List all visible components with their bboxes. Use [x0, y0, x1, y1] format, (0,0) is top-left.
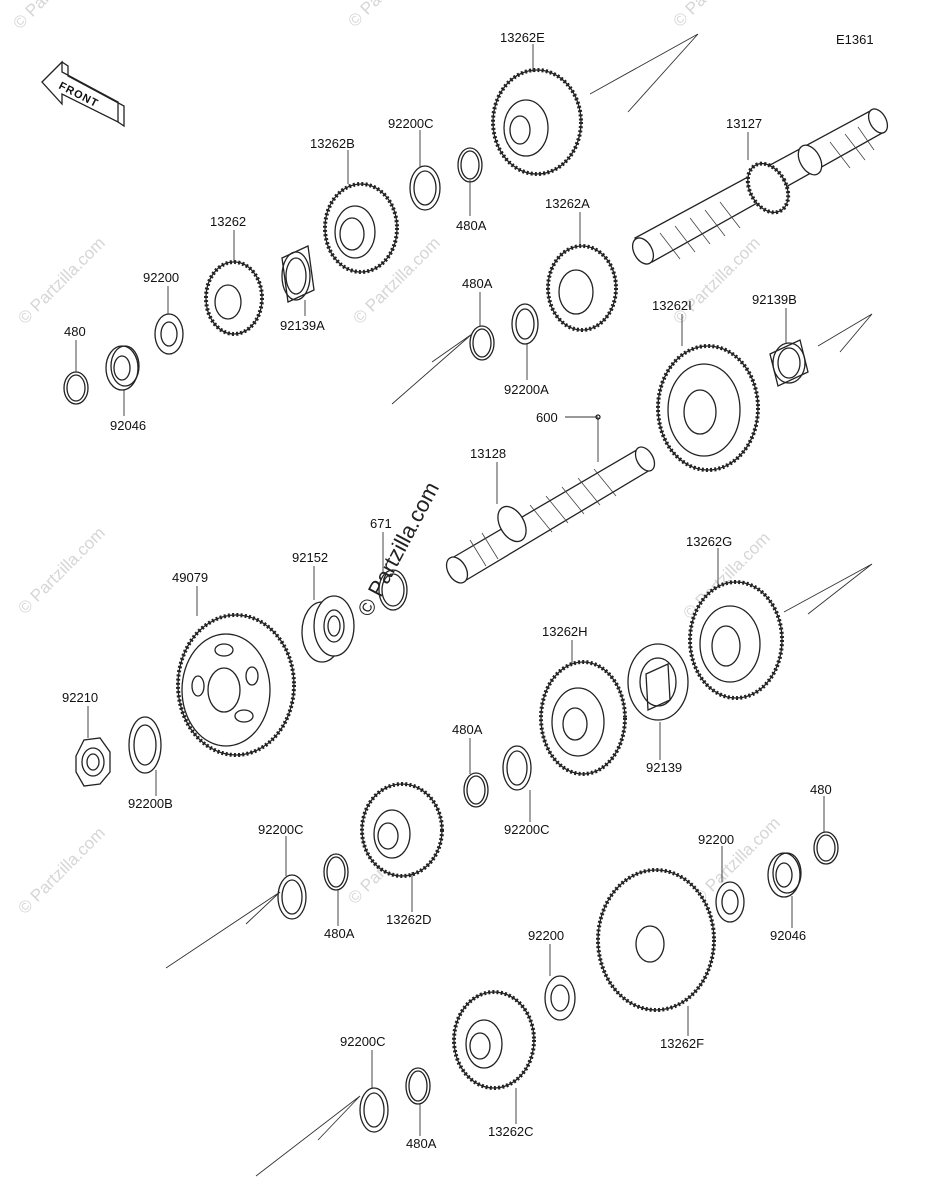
input-shaft-13127	[631, 108, 889, 265]
circlip-480A-low	[463, 772, 489, 808]
circlip-671	[378, 569, 408, 611]
gear-13262G	[688, 580, 784, 700]
label-480A-bottom: 480A	[406, 1136, 437, 1151]
label-13262A: 13262A	[545, 196, 590, 211]
nut-92210	[75, 737, 111, 787]
watermark: © Partzilla.com	[344, 0, 438, 31]
circlip-480A-bottom	[405, 1067, 431, 1105]
sprocket-49079	[176, 613, 296, 757]
watermark: © Partzilla.com	[669, 233, 763, 327]
circlip-480-top	[63, 371, 89, 405]
washer-92200-bottom	[544, 975, 576, 1021]
leader-lines	[75, 33, 873, 1177]
washer-92200A	[511, 303, 539, 345]
bushing-92139B	[769, 339, 809, 387]
label-13262: 13262	[210, 214, 246, 229]
label-92046-bottom: 92046	[770, 928, 806, 943]
label-480A-left: 480A	[324, 926, 355, 941]
label-92200-top: 92200	[143, 270, 179, 285]
watermark: © Partzilla.com	[14, 823, 108, 917]
label-13262E: 13262E	[500, 30, 545, 45]
label-480A-top: 480A	[456, 218, 487, 233]
label-92139: 92139	[646, 760, 682, 775]
label-480-top: 480	[64, 324, 86, 339]
washer-92200C-left	[277, 874, 307, 920]
label-13128: 13128	[470, 446, 506, 461]
label-92139B: 92139B	[752, 292, 797, 307]
washer-92200C-bottom	[359, 1087, 389, 1133]
label-92200A: 92200A	[504, 382, 549, 397]
circlip-480A-mid	[469, 325, 495, 361]
circlip-480-bottom	[813, 831, 839, 865]
label-13127: 13127	[726, 116, 762, 131]
label-13262H: 13262H	[542, 624, 588, 639]
washer-92200-top	[154, 313, 184, 355]
label-92210: 92210	[62, 690, 98, 705]
front-arrow-icon: FRONT	[41, 60, 125, 128]
label-13262G: 13262G	[686, 534, 732, 549]
bearing-92046-bottom	[767, 852, 802, 898]
label-92200B: 92200B	[128, 796, 173, 811]
label-49079: 49079	[172, 570, 208, 585]
reference-dot-icon	[595, 414, 601, 420]
label-13262F: 13262F	[660, 1036, 704, 1051]
bearing-92152	[301, 595, 355, 663]
gear-13262B	[323, 182, 399, 274]
gear-13262A	[546, 244, 618, 332]
output-shaft-13128	[445, 446, 656, 584]
diagram-code: E1361	[836, 32, 874, 47]
label-600: 600	[536, 410, 558, 425]
label-92200C-top: 92200C	[388, 116, 434, 131]
label-92152: 92152	[292, 550, 328, 565]
label-92200-right: 92200	[698, 832, 734, 847]
gear-13262C	[452, 990, 536, 1090]
gear-13262I	[656, 344, 760, 472]
bearing-92139A	[281, 245, 315, 303]
gear-13262F	[596, 868, 716, 1012]
circlip-480A-top	[457, 147, 483, 183]
label-480-bottom: 480	[810, 782, 832, 797]
bearing-92139	[627, 643, 689, 721]
label-92200-bottom: 92200	[528, 928, 564, 943]
washer-92200B	[128, 716, 162, 774]
gear-13262D	[360, 782, 444, 878]
watermark: © Partzilla.com	[669, 0, 763, 31]
gear-13262	[204, 260, 264, 336]
label-671: 671	[370, 516, 392, 531]
washer-92200C-low	[502, 745, 532, 791]
watermark: © Partzilla.com	[14, 523, 108, 617]
label-92200C-left: 92200C	[258, 822, 304, 837]
label-13262C: 13262C	[488, 1124, 534, 1139]
gear-13262E	[491, 68, 583, 176]
label-13262B: 13262B	[310, 136, 355, 151]
bearing-92046-top	[105, 345, 140, 391]
watermarks: © Partzilla.com © Partzilla.com © Partzi…	[9, 0, 783, 918]
label-92200C-bottom: 92200C	[340, 1034, 386, 1049]
part-labels: 13262E 13127 92200C 13262B 480A 13262A 1…	[62, 30, 832, 1151]
circlip-480A-left	[323, 853, 349, 891]
watermark: © Partzilla.com	[14, 233, 108, 327]
label-92200C-low: 92200C	[504, 822, 550, 837]
label-480A-low: 480A	[452, 722, 483, 737]
label-13262D: 13262D	[386, 912, 432, 927]
label-13262I: 13262I	[652, 298, 692, 313]
label-480A-mid: 480A	[462, 276, 493, 291]
label-92139A: 92139A	[280, 318, 325, 333]
washer-92200-right	[715, 881, 745, 923]
washer-92200C-top	[409, 165, 441, 211]
label-92046-top: 92046	[110, 418, 146, 433]
gear-13262H	[539, 660, 627, 776]
watermark: © Partzilla.com	[9, 0, 103, 33]
